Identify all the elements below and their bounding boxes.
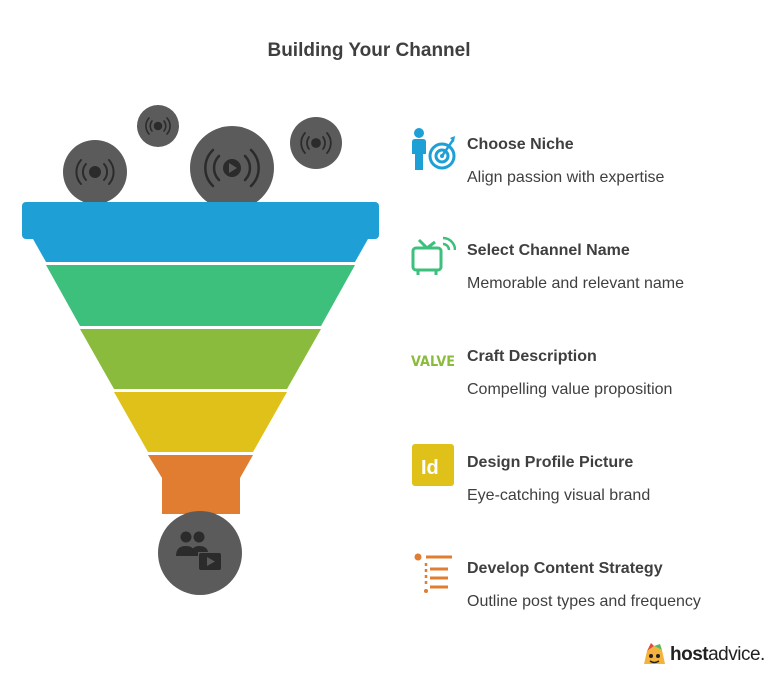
- indesign-icon: Id: [412, 444, 454, 486]
- value-text-icon: VALVE: [411, 354, 455, 370]
- hostadvice-mascot-icon: [644, 643, 665, 664]
- funnel-layer-4: [114, 392, 287, 452]
- indesign-text: Id: [421, 457, 439, 479]
- step-design-profile-picture: Id Design Profile Picture Eye-catching v…: [410, 444, 750, 514]
- step-description: Align passion with expertise: [467, 169, 665, 186]
- funnel-rim: [22, 202, 379, 239]
- step-description: Compelling value proposition: [467, 381, 673, 398]
- step-craft-description: VALVE Craft Description Compelling value…: [410, 338, 750, 408]
- broadcast-icon: [75, 159, 115, 185]
- step-heading: Craft Description: [467, 348, 597, 365]
- broadcast-circle-right: [290, 117, 342, 169]
- broadcast-icon: [145, 117, 171, 135]
- funnel-layer-2: [46, 265, 355, 326]
- funnel-diagram: [22, 105, 379, 595]
- tv-signal-icon: [411, 236, 456, 275]
- hostadvice-logo: hostadvice.: [641, 642, 765, 668]
- target-person-icon: [412, 128, 456, 170]
- audience-circle: [158, 511, 242, 595]
- step-heading: Develop Content Strategy: [467, 560, 663, 577]
- diagram-title: Building Your Channel: [267, 40, 471, 61]
- step-description: Memorable and relevant name: [467, 275, 685, 292]
- audience-video-icon: [176, 531, 221, 570]
- brand-name-regular: advice.: [708, 644, 765, 665]
- broadcast-icon: [300, 132, 332, 154]
- value-text: VALVE: [411, 354, 455, 370]
- brand-name-bold: host: [670, 644, 709, 665]
- broadcast-play-icon: [204, 148, 260, 188]
- funnel-layer-1: [33, 239, 368, 262]
- list-strategy-icon: [414, 553, 452, 593]
- funnel-layer-3: [80, 329, 321, 389]
- step-description: Eye-catching visual brand: [467, 487, 651, 504]
- step-heading: Select Channel Name: [467, 242, 630, 259]
- step-heading: Choose Niche: [467, 136, 574, 153]
- step-choose-niche: Choose Niche Align passion with expertis…: [410, 126, 750, 196]
- brand-name: hostadvice.: [670, 644, 765, 666]
- step-select-channel-name: Select Channel Name Memorable and releva…: [410, 232, 750, 302]
- step-develop-content-strategy: Develop Content Strategy Outline post ty…: [410, 550, 750, 620]
- broadcast-circle-left: [63, 140, 127, 204]
- broadcast-circle-center: [190, 126, 274, 210]
- step-description: Outline post types and frequency: [467, 593, 701, 610]
- step-heading: Design Profile Picture: [467, 454, 634, 471]
- funnel-layer-5: [148, 455, 253, 514]
- broadcast-circle-small: [137, 105, 179, 147]
